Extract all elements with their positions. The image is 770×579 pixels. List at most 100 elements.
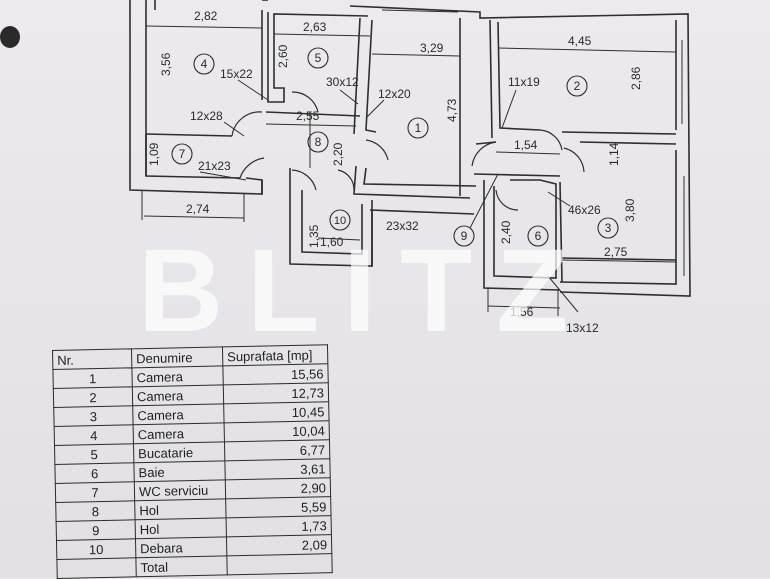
dimension-label: 2,82 (194, 9, 218, 23)
leader-line (237, 79, 269, 101)
room-number: 4 (201, 57, 208, 71)
door-swing (495, 189, 519, 211)
dimension-label: 2,55 (296, 109, 320, 123)
opening-label: 46x26 (568, 203, 601, 217)
room-marker (597, 217, 619, 239)
cell-area: 3,61 (224, 458, 331, 480)
dimension-label: 2,63 (303, 20, 327, 34)
wall (267, 12, 369, 103)
cell-name: Hol (135, 517, 227, 539)
watermark: BLITZ (138, 225, 593, 357)
punch-hole (0, 26, 20, 48)
leader-line (547, 191, 571, 207)
cell-area: 6,77 (224, 439, 330, 461)
wall (349, 5, 691, 297)
wall (301, 190, 363, 255)
dimension-line (143, 215, 245, 219)
door-swing (563, 147, 585, 173)
wall (353, 17, 361, 135)
dimension-label: 3,29 (420, 41, 444, 55)
dimension-line (487, 305, 561, 309)
wall (561, 131, 677, 135)
door-swing (231, 111, 263, 137)
cell-area: 5,59 (225, 496, 332, 518)
cell-name: Camera (131, 365, 224, 387)
wall (369, 209, 475, 215)
dimension-line (145, 25, 263, 29)
dimension-label: 3,56 (159, 52, 173, 76)
wall (145, 133, 233, 137)
header-area: Suprafata [mp] (222, 344, 328, 366)
room-marker (453, 225, 475, 247)
dimension-label: 2,20 (331, 142, 345, 166)
dimension-label: 2,74 (186, 202, 210, 216)
cell-name: Hol (134, 498, 227, 520)
dimension-label: 1,54 (514, 138, 538, 152)
cell-nr: 1 (52, 367, 133, 389)
wall (363, 167, 477, 187)
leader-line (223, 121, 245, 137)
opening-label: 23x32 (386, 219, 419, 233)
room-number: 2 (574, 79, 581, 93)
room-number: 1 (415, 121, 422, 135)
dimension-line (495, 151, 561, 155)
opening-label: 15x22 (220, 67, 253, 81)
cell-nr: 6 (54, 462, 135, 484)
cell-nr (56, 557, 137, 579)
opening-label: 30x12 (326, 75, 359, 89)
door-swing (471, 141, 497, 167)
leader-line (365, 99, 385, 119)
dimension-line (273, 33, 371, 37)
dimension-label: 4,45 (568, 34, 592, 48)
opening-label: 21x23 (198, 159, 231, 173)
cell-nr: 7 (55, 481, 135, 503)
door-swing (239, 157, 265, 179)
wall (483, 180, 561, 291)
cell-name: Camera (132, 403, 225, 425)
leader-line (469, 173, 499, 229)
dimension-label: 1,60 (320, 235, 344, 249)
dimension-label: 2,75 (604, 245, 628, 259)
room-number: 3 (605, 221, 612, 235)
room-marker (307, 47, 329, 69)
opening-label: 13x12 (566, 321, 599, 335)
dimension-line (371, 53, 461, 57)
cell-area: 2,09 (226, 534, 332, 556)
room-number: 10 (334, 215, 346, 227)
cell-total-label: Total (135, 555, 228, 577)
cell-nr: 5 (54, 443, 134, 465)
wall (353, 165, 471, 199)
header-nr: Nr. (52, 348, 132, 370)
room-marker (307, 131, 329, 153)
dimension-label: 1,35 (307, 224, 321, 248)
cell-name: Camera (133, 422, 225, 444)
cell-area: 2,90 (225, 477, 331, 499)
cell-area: 12,73 (223, 382, 329, 404)
cell-nr: 2 (53, 386, 133, 408)
cell-name: WC serviciu (134, 479, 226, 501)
dimension-label: 2,86 (629, 66, 643, 90)
wall (579, 141, 677, 145)
room-marker (171, 143, 193, 165)
door-swing (337, 169, 355, 191)
opening-label: 12x20 (378, 87, 411, 101)
door-swing (291, 91, 319, 113)
wall (145, 134, 241, 179)
room-marker (527, 225, 549, 247)
dimension-line (317, 237, 361, 241)
wall (473, 173, 561, 177)
dimension-label: 1,09 (147, 142, 161, 166)
cell-area: 10,45 (223, 401, 330, 423)
leader-line (339, 89, 359, 105)
leader-line (547, 275, 579, 313)
cell-area: 10,04 (224, 420, 330, 442)
opening-label: 11x19 (508, 75, 540, 89)
door-swing (539, 129, 563, 151)
room-number: 6 (535, 229, 542, 243)
room-number: 7 (179, 147, 186, 161)
wall (497, 21, 541, 131)
dimension-line (265, 123, 357, 127)
